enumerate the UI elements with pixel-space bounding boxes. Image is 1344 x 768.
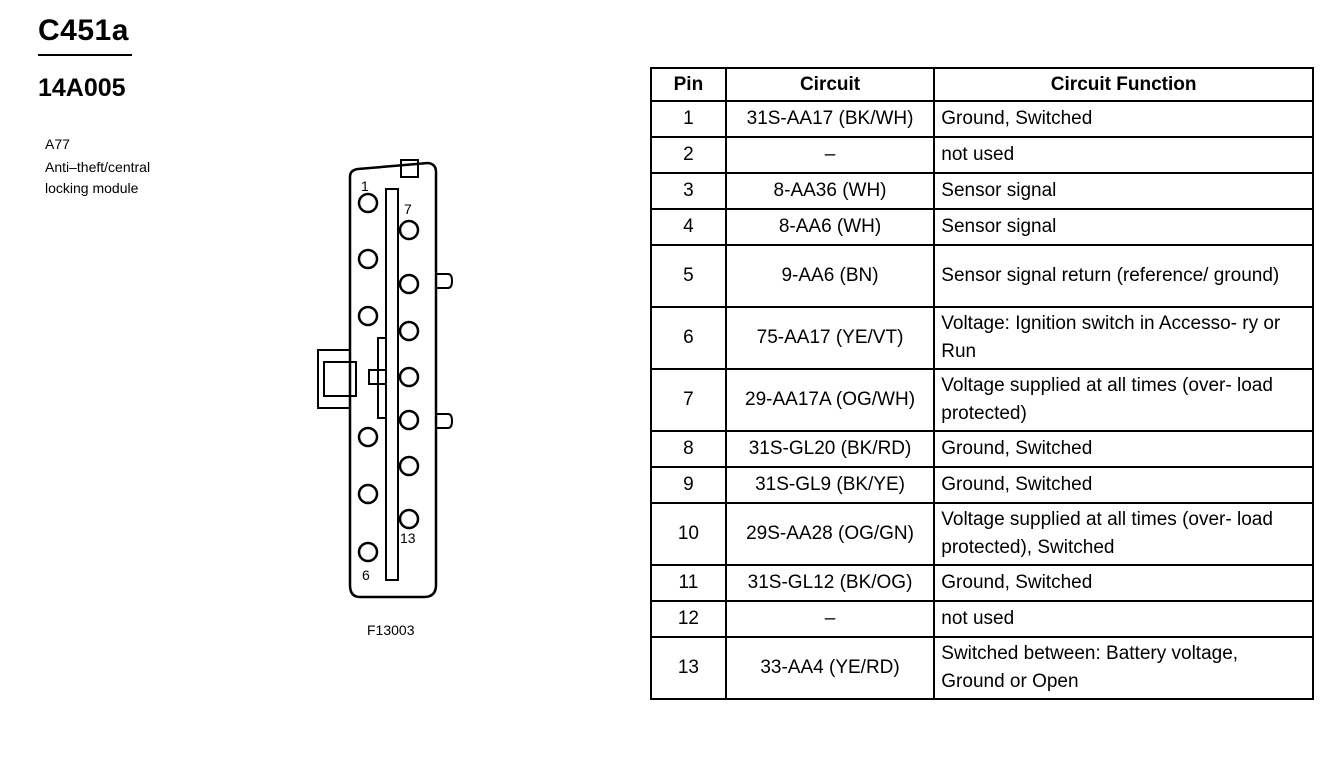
table-row: 6 75-AA17 (YE/VT) Voltage: Ignition swit… (650, 306, 1314, 370)
pin-label-13: 13 (400, 530, 416, 546)
function-cell: Ground, Switched (933, 100, 1314, 138)
table-row: 4 8-AA6 (WH) Sensor signal (650, 208, 1314, 246)
function-cell: not used (933, 600, 1314, 638)
circuit-cell: 31S-GL12 (BK/OG) (724, 564, 936, 602)
pin-cavity (398, 366, 420, 388)
circuit-cell: 33-AA4 (YE/RD) (724, 636, 936, 700)
function-cell: not used (933, 136, 1314, 174)
pin-cell: 11 (650, 564, 727, 602)
table-row: 10 29S-AA28 (OG/GN) Voltage supplied at … (650, 502, 1314, 566)
pin-cavity (357, 483, 379, 505)
pin-cavity (357, 541, 379, 563)
connector-housing (348, 161, 438, 599)
center-rib (368, 188, 399, 581)
connector-id: C451a (38, 14, 129, 47)
pin-cell: 8 (650, 430, 727, 468)
header-circuit: Circuit (724, 67, 936, 102)
table-header-row: Pin Circuit Circuit Function (650, 67, 1314, 102)
function-cell: Voltage supplied at all times (over- loa… (933, 502, 1314, 566)
circuit-cell: – (724, 136, 936, 174)
circuit-cell: 8-AA36 (WH) (724, 172, 936, 210)
pin-cell: 7 (650, 368, 727, 432)
pin-cavity (357, 426, 379, 448)
circuit-cell: 75-AA17 (YE/VT) (724, 306, 936, 370)
pin-cavity (398, 409, 420, 431)
pinout-table: Pin Circuit Circuit Function 1 31S-AA17 … (650, 67, 1314, 700)
circuit-cell: 31S-GL9 (BK/YE) (724, 466, 936, 504)
module-code: A77 (45, 136, 70, 152)
circuit-cell: 8-AA6 (WH) (724, 208, 936, 246)
pin-cell: 13 (650, 636, 727, 700)
connector-face-diagram: 1 7 13 6 (317, 159, 454, 599)
circuit-cell: 29S-AA28 (OG/GN) (724, 502, 936, 566)
pin-cell: 2 (650, 136, 727, 174)
pin-cavity (357, 305, 379, 327)
table-row: 7 29-AA17A (OG/WH) Voltage supplied at a… (650, 368, 1314, 432)
pin-cell: 6 (650, 306, 727, 370)
function-cell: Sensor signal (933, 208, 1314, 246)
function-cell: Voltage supplied at all times (over- loa… (933, 368, 1314, 432)
function-cell: Ground, Switched (933, 564, 1314, 602)
circuit-cell: – (724, 600, 936, 638)
pin-cavity (398, 455, 420, 477)
table-row: 2 – not used (650, 136, 1314, 174)
table-row: 9 31S-GL9 (BK/YE) Ground, Switched (650, 466, 1314, 504)
locking-tab (400, 159, 419, 178)
table-row: 8 31S-GL20 (BK/RD) Ground, Switched (650, 430, 1314, 468)
pin-cavity (357, 192, 379, 214)
pin-cell: 3 (650, 172, 727, 210)
function-cell: Sensor signal (933, 172, 1314, 210)
side-keys (436, 273, 454, 429)
table-row: 12 – not used (650, 600, 1314, 638)
table-row: 5 9-AA6 (BN) Sensor signal return (refer… (650, 244, 1314, 308)
circuit-cell: 31S-GL20 (BK/RD) (724, 430, 936, 468)
pin-cavities (357, 192, 420, 563)
function-cell: Voltage: Ignition switch in Accesso- ry … (933, 306, 1314, 370)
function-cell: Ground, Switched (933, 430, 1314, 468)
pin-cell: 5 (650, 244, 727, 308)
function-cell: Switched between: Battery voltage, Groun… (933, 636, 1314, 700)
pin-label-1: 1 (361, 178, 369, 194)
pin-cavity (398, 219, 420, 241)
pin-cell: 4 (650, 208, 727, 246)
pin-cavity (357, 248, 379, 270)
pin-cell: 12 (650, 600, 727, 638)
table-row: 3 8-AA36 (WH) Sensor signal (650, 172, 1314, 210)
latch-clip (317, 349, 357, 409)
function-cell: Ground, Switched (933, 466, 1314, 504)
pin-label-7: 7 (404, 201, 412, 217)
pin-label-6: 6 (362, 567, 370, 583)
circuit-cell: 31S-AA17 (BK/WH) (724, 100, 936, 138)
pin-cavity (398, 320, 420, 342)
function-cell: Sensor signal return (reference/ ground) (933, 244, 1314, 308)
part-number: 14A005 (38, 74, 126, 102)
pin-cavity (398, 508, 420, 530)
title-underline (38, 54, 132, 56)
circuit-cell: 9-AA6 (BN) (724, 244, 936, 308)
pin-cell: 9 (650, 466, 727, 504)
header-pin: Pin (650, 67, 727, 102)
table-row: 13 33-AA4 (YE/RD) Switched between: Batt… (650, 636, 1314, 700)
circuit-cell: 29-AA17A (OG/WH) (724, 368, 936, 432)
table-row: 1 31S-AA17 (BK/WH) Ground, Switched (650, 100, 1314, 138)
pin-cell: 1 (650, 100, 727, 138)
pin-cell: 10 (650, 502, 727, 566)
table-row: 11 31S-GL12 (BK/OG) Ground, Switched (650, 564, 1314, 602)
pin-cavity (398, 273, 420, 295)
module-description: Anti–theft/central locking module (45, 159, 151, 196)
figure-id: F13003 (367, 622, 415, 638)
header-circuit-function: Circuit Function (933, 67, 1314, 102)
